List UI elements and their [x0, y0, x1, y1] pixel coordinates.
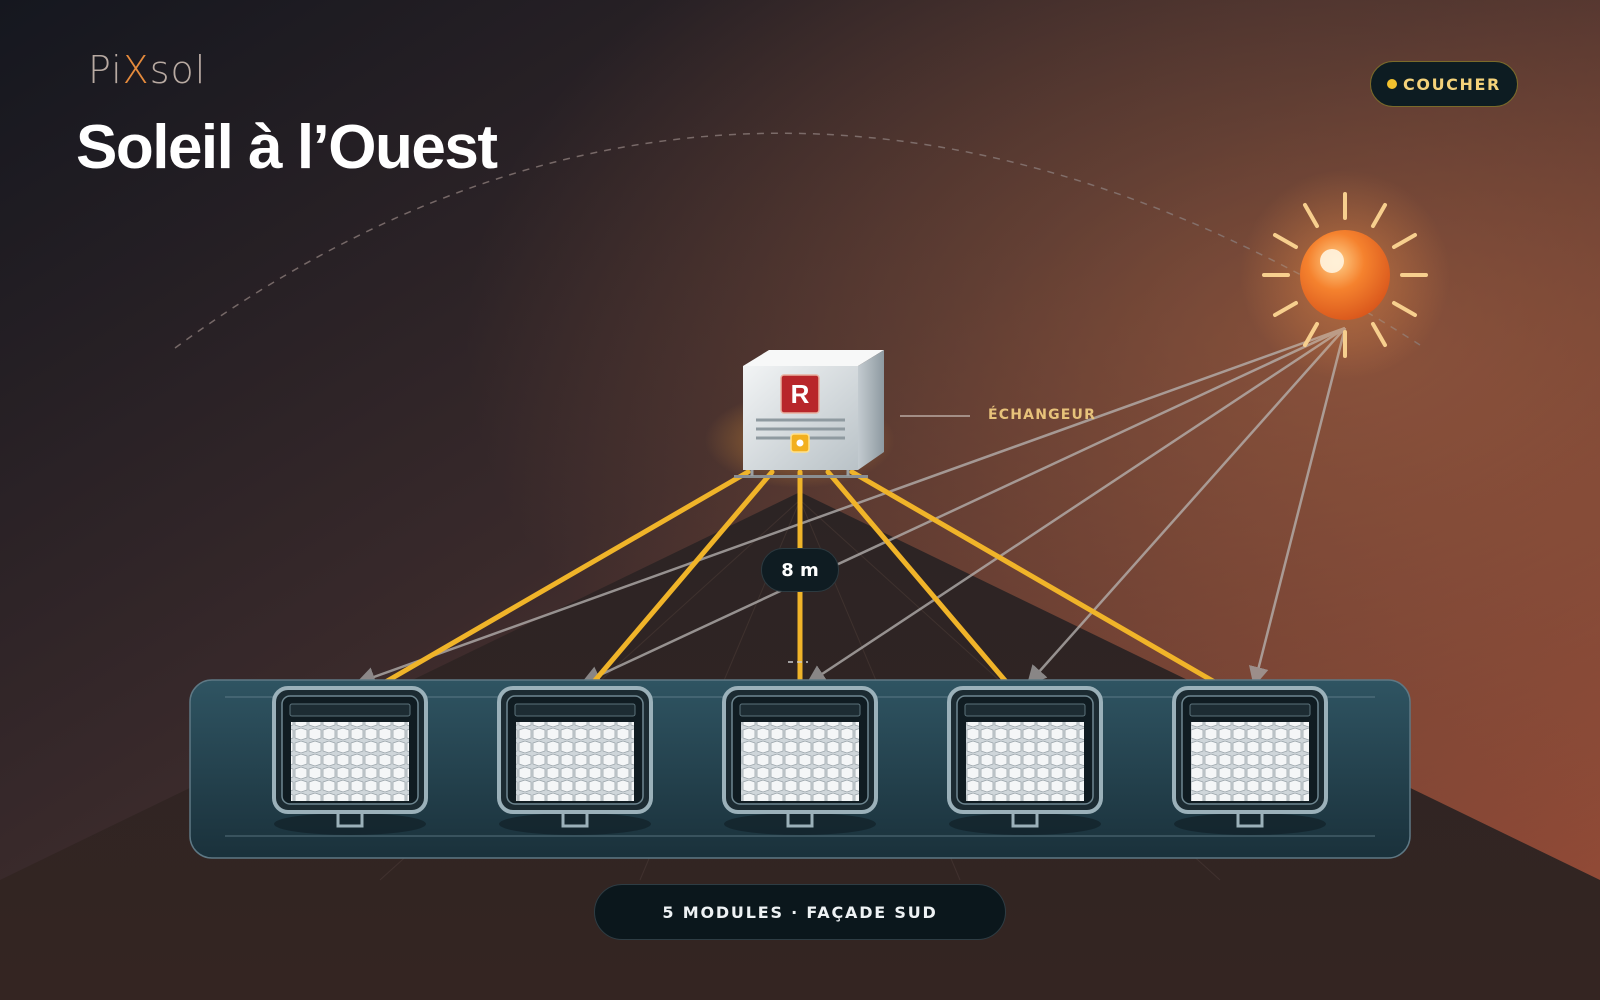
sun-ray-4 [1026, 327, 1346, 686]
sun-ray-2 [580, 326, 1346, 685]
logo-text-pre: Pi [88, 48, 123, 92]
sunset-badge[interactable]: COUCHER [1370, 61, 1518, 107]
logo-text-post: sol [149, 48, 207, 92]
page-title: Soleil à l’Ouest [76, 113, 498, 182]
exchanger-unit-icon: R [734, 350, 884, 478]
pipe-1 [379, 469, 751, 687]
module-5 [1172, 686, 1328, 835]
sun-ray-3 [805, 326, 1346, 685]
status-dot-icon [1387, 79, 1398, 89]
module-3 [722, 686, 878, 835]
sun-ray-1 [355, 326, 1346, 687]
pipe-2 [589, 469, 775, 687]
sun-rays-group [355, 326, 1347, 687]
sun-icon [1240, 170, 1450, 380]
distance-label: 8 m [761, 548, 839, 592]
exchanger-base [734, 475, 868, 478]
module-1 [272, 686, 428, 835]
logo-text-x: X [122, 48, 150, 92]
module-4 [947, 686, 1103, 835]
sun-ray-5 [1249, 327, 1347, 687]
module-2 [497, 686, 653, 835]
exchanger-logo-letter: R [791, 379, 810, 409]
sunset-badge-label: COUCHER [1403, 74, 1501, 94]
pipe-4 [825, 469, 1011, 687]
exchanger-label: ÉCHANGEUR [988, 407, 1097, 423]
sun-rays-decor [1262, 192, 1428, 358]
modules-footer-label: 5 MODULES · FAÇADE SUD [594, 884, 1006, 940]
pipe-5 [849, 469, 1221, 687]
brand-logo: PiXsol [88, 48, 206, 92]
exchanger-logo-badge [780, 374, 820, 414]
